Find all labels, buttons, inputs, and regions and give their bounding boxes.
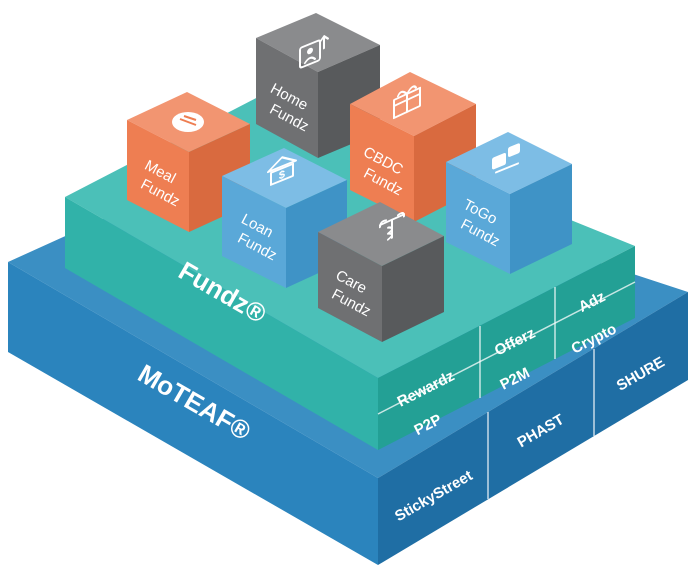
cube-front-face bbox=[446, 162, 510, 274]
gift-box-icon bbox=[393, 85, 421, 120]
home-card-icon bbox=[299, 35, 329, 69]
cube-top-face bbox=[446, 132, 572, 194]
cube-top-face bbox=[318, 202, 444, 266]
cube-side-face bbox=[382, 236, 444, 342]
cube-togo-fundz: ToGo Fundz bbox=[446, 132, 572, 274]
cube-loan-fundz: $ Loan Fundz bbox=[222, 148, 347, 288]
cube-front-face bbox=[127, 120, 189, 232]
cube-top-face bbox=[350, 72, 476, 136]
cube-top-face bbox=[256, 13, 380, 72]
bank-icon: $ bbox=[267, 156, 297, 186]
cube-care-fundz: Care Fundz bbox=[318, 202, 444, 342]
delivery-icon bbox=[492, 143, 520, 174]
cube-front-face bbox=[350, 104, 414, 222]
moteaf-side-face bbox=[378, 292, 688, 565]
cube-front-face bbox=[256, 38, 318, 158]
caduceus-icon bbox=[379, 211, 405, 241]
module-grid-line bbox=[377, 281, 636, 415]
fundz-front-face bbox=[65, 197, 378, 450]
cube-front-face bbox=[222, 176, 286, 288]
cube-side-face bbox=[510, 164, 572, 274]
cube-front-face bbox=[318, 232, 382, 342]
fork-knife-icon bbox=[172, 112, 204, 132]
svg-text:$: $ bbox=[279, 168, 286, 182]
moteaf-front-face bbox=[8, 262, 378, 565]
cube-top-face bbox=[222, 148, 347, 208]
